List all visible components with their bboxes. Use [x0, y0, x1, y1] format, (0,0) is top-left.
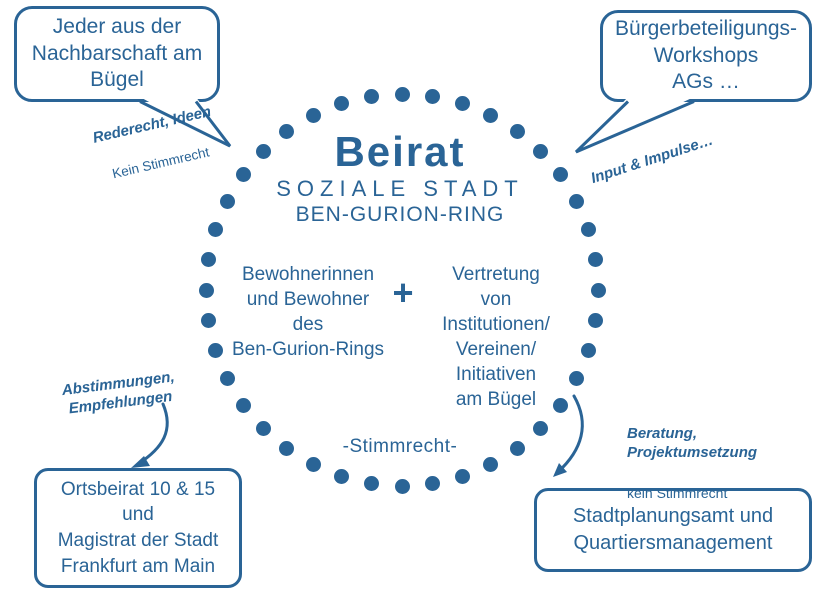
institutions-group-label: Vertretung von Institutionen/ Vereinen/ … — [442, 264, 550, 411]
speech-bubble-neighbourhood: Jeder aus der Nachbarschaft am Bügel — [14, 6, 220, 102]
ring-dot — [569, 193, 585, 209]
ring-dot — [235, 397, 251, 413]
ring-dot — [219, 193, 235, 209]
box-stadtplanungsamt: Stadtplanungsamt und Quartiersmanagement — [534, 488, 812, 572]
ring-dot — [509, 123, 525, 139]
ring-dot — [455, 468, 471, 484]
ring-dot — [235, 167, 251, 183]
note-beratung-regular: kein Stimmrecht — [627, 484, 728, 501]
ring-dot — [588, 313, 604, 329]
ring-dot — [394, 86, 410, 102]
ring-dot — [580, 343, 596, 359]
ring-dot — [200, 313, 216, 329]
diagram-subtitle-2: BEN-GURION-RING — [295, 203, 505, 226]
ring-dot — [255, 421, 271, 437]
ring-dot — [553, 167, 569, 183]
ring-dot — [483, 457, 499, 473]
ring-dot — [305, 107, 321, 123]
arrowhead-ortsbeirat — [131, 456, 150, 468]
ring-dot — [509, 441, 525, 457]
ring-dot — [590, 282, 606, 298]
note-abstimmungen-bold: Abstimmungen, Empfehlungen — [60, 368, 176, 418]
voting-right-label: -Stimmrecht- — [342, 436, 458, 457]
note-beratung-bold: Beratung, Projektumsetzung — [627, 424, 758, 462]
ring-dot — [219, 371, 235, 387]
ring-dot — [255, 143, 271, 159]
ring-dot — [208, 343, 224, 359]
ring-dot — [363, 88, 379, 104]
diagram-title: Beirat — [334, 128, 466, 175]
ring-dot — [533, 143, 549, 159]
note-input-impulse-bold: Input & Impulse… — [588, 131, 716, 187]
residents-group-label: Bewohnerinnen und Bewohner des Ben-Gurio… — [231, 264, 385, 361]
note-input-impulse: Input & Impulse… — [582, 101, 753, 209]
plus-sign: + — [392, 272, 414, 313]
arrowhead-stadtplanungsamt — [553, 463, 567, 477]
ring-dot — [569, 371, 585, 387]
ring-dot — [333, 468, 349, 484]
ring-dot — [279, 441, 295, 457]
ring-dot — [588, 251, 604, 267]
ring-dot — [200, 251, 216, 267]
ring-dot — [483, 107, 499, 123]
note-beratung: Beratung, Projektumsetzung kein Stimmrec… — [627, 403, 797, 523]
ring-dot — [363, 476, 379, 492]
note-rederecht-regular: Kein Stimmrecht — [110, 144, 211, 182]
ring-dot — [208, 221, 224, 237]
ring-dot — [580, 221, 596, 237]
speech-bubble-workshops: Bürgerbeteiligungs- Workshops AGs … — [600, 10, 812, 102]
ring-dot — [305, 457, 321, 473]
diagram-subtitle-1: SOZIALE STADT — [276, 176, 524, 201]
ring-dot — [533, 421, 549, 437]
ring-dot — [198, 282, 214, 298]
note-abstimmungen: Abstimmungen, Empfehlungen — [45, 345, 194, 442]
ring-dot — [394, 478, 410, 494]
ring-dot — [333, 96, 349, 112]
ring-dot — [455, 96, 471, 112]
ring-dot — [425, 88, 441, 104]
ring-dot — [279, 123, 295, 139]
box-ortsbeirat-magistrat: Ortsbeirat 10 & 15 und Magistrat der Sta… — [34, 468, 242, 588]
ring-dot — [425, 476, 441, 492]
